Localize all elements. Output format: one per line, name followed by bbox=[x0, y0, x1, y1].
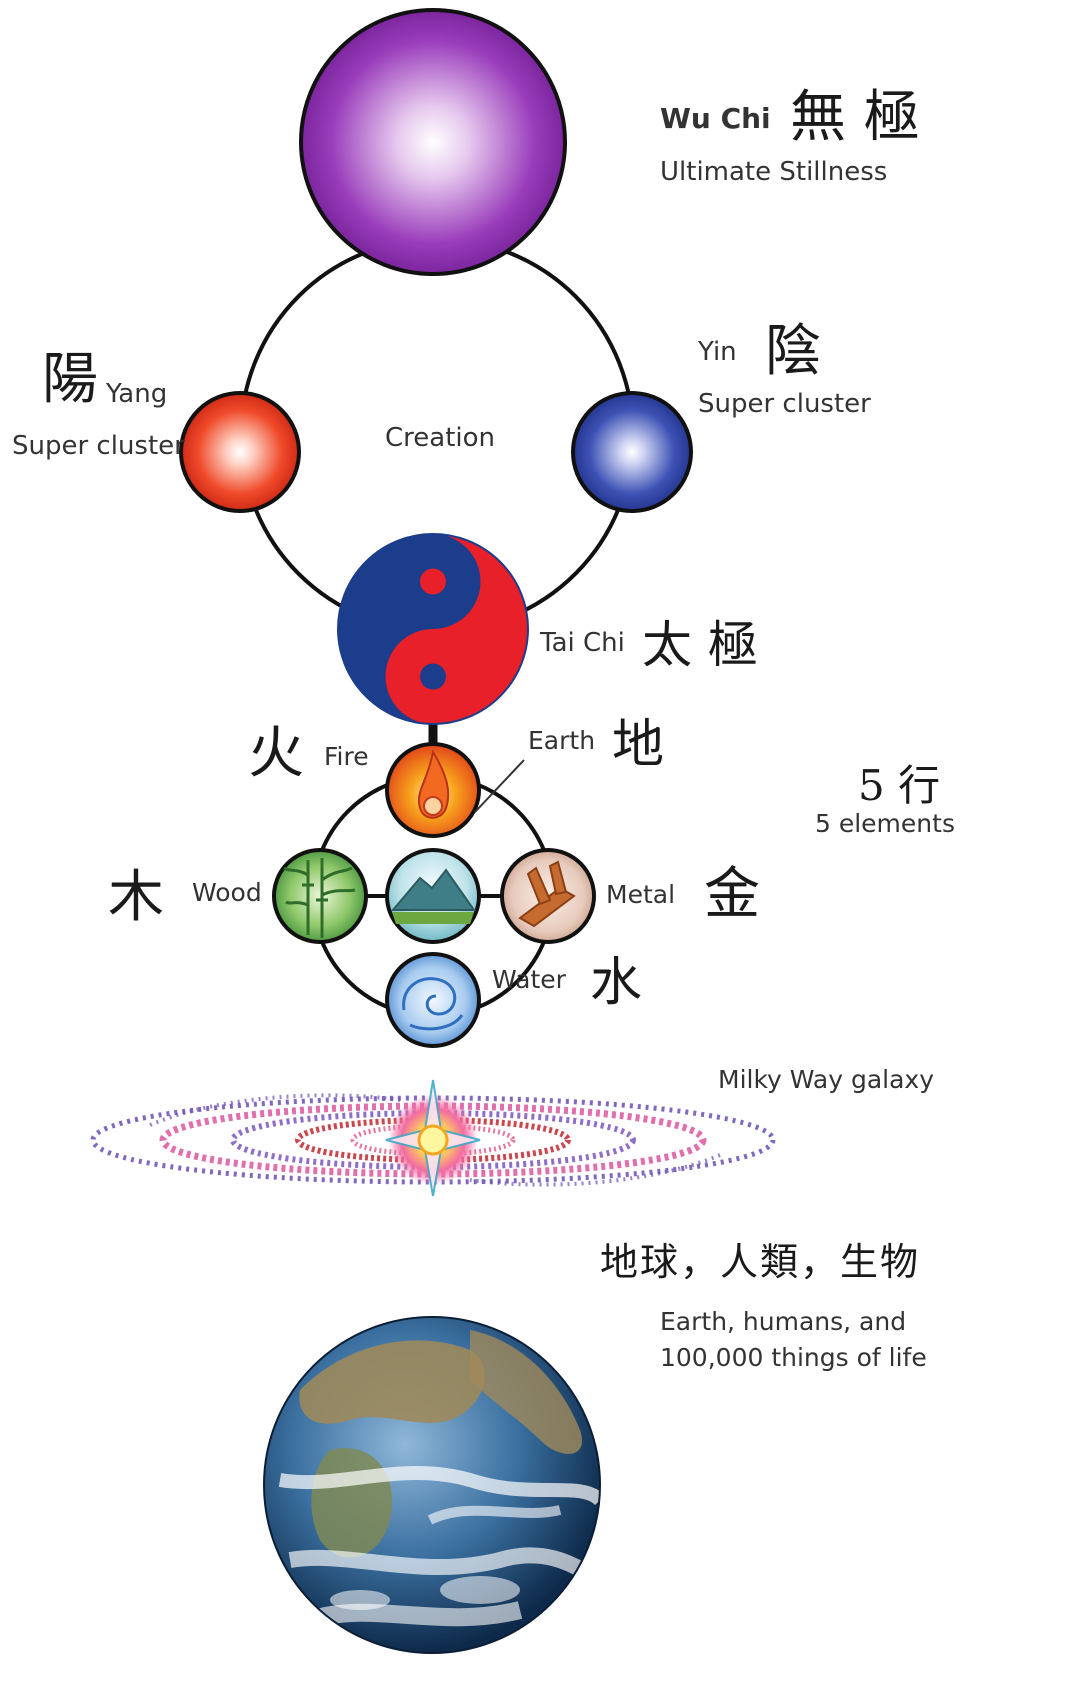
water-cjk: 水 bbox=[590, 953, 642, 1013]
mountain-icon bbox=[390, 868, 476, 924]
wuchi-sphere bbox=[299, 8, 567, 276]
galaxy-label: Milky Way galaxy bbox=[718, 1065, 934, 1094]
yin-cjk: 陰 bbox=[765, 319, 821, 384]
metal-cjk: 金 bbox=[704, 862, 760, 927]
metal-label: Metal bbox=[606, 880, 675, 909]
wuxing-cjk: 5 行 bbox=[858, 761, 940, 810]
water-element bbox=[385, 952, 481, 1048]
milky-way-galaxy bbox=[90, 1079, 776, 1197]
globe-line2: 100,000 things of life bbox=[660, 1343, 927, 1372]
taichi-label: Tai Chi bbox=[539, 628, 625, 658]
globe-line1: Earth, humans, and bbox=[660, 1307, 906, 1336]
yin-sub: Super cluster bbox=[698, 389, 871, 419]
taichi-cjk: 太 極 bbox=[642, 616, 758, 674]
earth-element bbox=[385, 848, 481, 944]
metal-element bbox=[500, 848, 596, 944]
creation-label: Creation bbox=[385, 423, 495, 453]
globe-cjk: 地球，人類，生物 bbox=[600, 1240, 920, 1284]
yang-sub: Super cluster bbox=[12, 431, 185, 461]
earth-globe bbox=[263, 1316, 601, 1654]
yang-cjk: 陽 bbox=[42, 347, 98, 412]
wave-icon bbox=[402, 977, 464, 1031]
taichi-symbol bbox=[337, 533, 529, 725]
yin-label: Yin bbox=[697, 337, 737, 367]
bamboo-icon bbox=[283, 858, 356, 938]
wood-label: Wood bbox=[192, 878, 262, 907]
earth-pointer-line bbox=[474, 759, 525, 813]
wood-element bbox=[272, 848, 368, 944]
earth-label: Earth bbox=[528, 726, 595, 755]
wuchi-cjk: 無 極 bbox=[790, 85, 920, 150]
wuchi-subtitle: Ultimate Stillness bbox=[660, 157, 887, 187]
fire-element bbox=[385, 742, 481, 838]
metal-icon bbox=[518, 860, 576, 928]
wood-cjk: 木 bbox=[108, 865, 164, 930]
yang-sphere bbox=[179, 391, 301, 513]
yin-sphere bbox=[571, 391, 693, 513]
earth-cjk: 地 bbox=[612, 715, 664, 775]
fire-cjk: 火 bbox=[248, 721, 304, 786]
yang-label: Yang bbox=[105, 379, 167, 409]
fire-icon bbox=[417, 749, 450, 819]
fire-label: Fire bbox=[324, 742, 369, 771]
wuxing-label: 5 elements bbox=[815, 809, 955, 838]
water-label: Water bbox=[492, 965, 567, 994]
wuchi-title: Wu Chi bbox=[660, 102, 771, 135]
